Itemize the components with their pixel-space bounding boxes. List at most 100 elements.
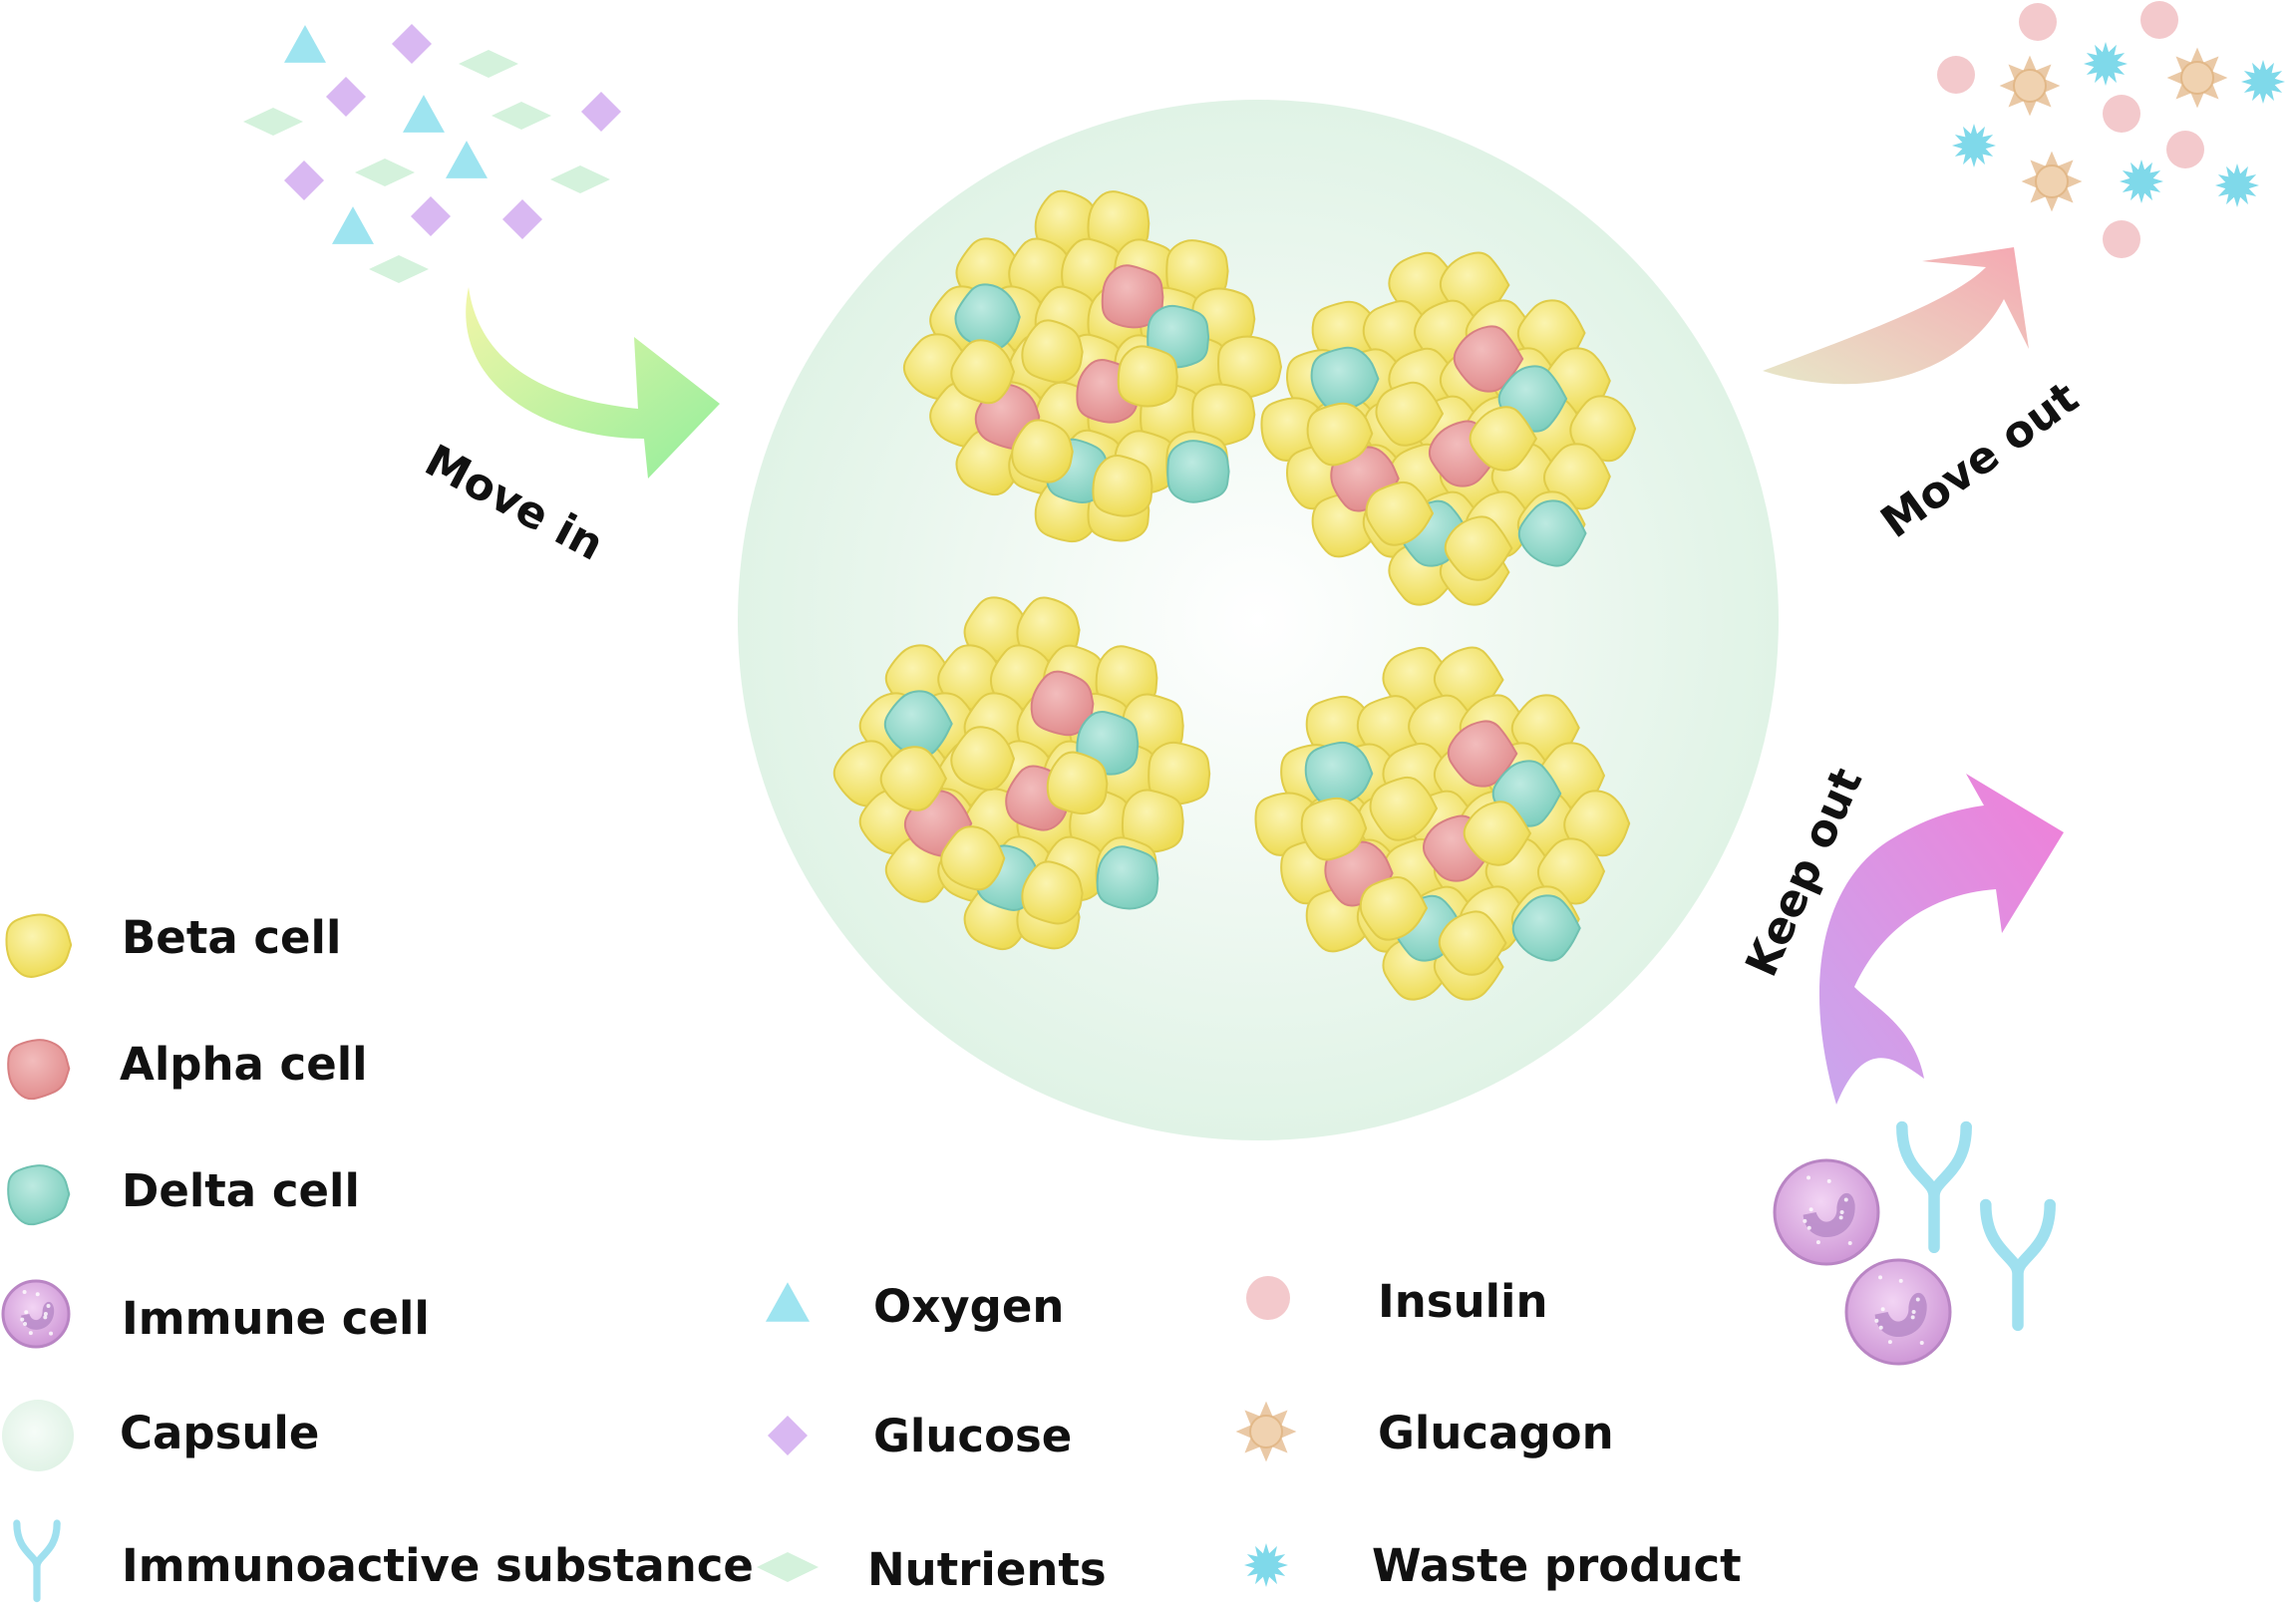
input-molecules: [243, 24, 621, 283]
alpha-cell-icon: [7, 1039, 71, 1101]
nutrient-rhombus-icon: [355, 159, 415, 186]
beta-cell: [1469, 406, 1538, 472]
waste-burst-icon: [2241, 60, 2285, 104]
glucagon-sun-icon: [1999, 55, 2061, 117]
beta-cell: [1444, 515, 1513, 581]
oxygen-triangle-icon: [446, 141, 488, 178]
glucose-diamond-icon: [502, 199, 542, 239]
insulin-dot-icon: [2103, 95, 2140, 133]
beta-cell: [1046, 751, 1109, 815]
antibody-icon: [1896, 1121, 1972, 1253]
legend-waste-label: Waste product: [1372, 1539, 1742, 1592]
oxygen-triangle-icon: [332, 206, 374, 244]
antibody-icon: [13, 1519, 61, 1603]
glucose-diamond-icon: [392, 24, 432, 64]
legend-beta-label: Beta cell: [122, 911, 342, 964]
glucagon-sun-icon: [1235, 1401, 1297, 1462]
waste-burst-icon: [2120, 160, 2163, 203]
glucagon-sun-icon: [2021, 151, 2083, 212]
beta-cell: [1463, 801, 1532, 866]
beta-cell: [1369, 776, 1439, 841]
beta-cell: [940, 825, 1006, 891]
nutrient-rhombus-icon: [757, 1552, 819, 1582]
waste-burst-icon: [1952, 124, 1996, 167]
legend-glucagon-label: Glucagon: [1378, 1407, 1614, 1459]
beta-cell: [879, 746, 948, 811]
legend-alpha-label: Alpha cell: [120, 1038, 368, 1091]
delta-cell: [1517, 499, 1587, 567]
immune-cell-icon: [1, 1279, 71, 1349]
insulin-dot-icon: [1937, 56, 1975, 94]
capsule: [738, 100, 1779, 1140]
delta-cell: [954, 283, 1021, 351]
islet-clusters: [832, 189, 1637, 1001]
legend-delta-label: Delta cell: [122, 1164, 360, 1217]
legend-capsule-label: Capsule: [120, 1407, 320, 1459]
beta-cell: [1569, 395, 1637, 463]
delta-cell-icon: [7, 1164, 71, 1226]
nutrient-rhombus-icon: [243, 108, 303, 136]
beta-cell: [1121, 789, 1184, 853]
beta-cell: [950, 339, 1016, 405]
delta-cell: [1304, 741, 1374, 807]
legend-immunoactive-label: Immunoactive substance: [122, 1539, 754, 1592]
keep-out-arrow: [1818, 774, 2064, 1105]
beta-cell: [1300, 797, 1368, 861]
beta-cell: [1306, 402, 1374, 467]
glucose-diamond-icon: [411, 196, 451, 236]
insulin-dot-icon: [2103, 220, 2140, 258]
waste-burst-icon: [1244, 1543, 1288, 1587]
legend-oxygen-label: Oxygen: [873, 1280, 1065, 1333]
beta-cell: [1117, 345, 1178, 408]
beta-cell: [1359, 875, 1429, 941]
move-in-arrow: [466, 287, 720, 479]
insulin-dot-icon: [1246, 1276, 1290, 1320]
glucose-diamond-icon: [768, 1416, 808, 1455]
beta-cell: [950, 726, 1016, 792]
glucose-diamond-icon: [581, 92, 621, 132]
nutrient-rhombus-icon: [492, 102, 551, 130]
beta-cell-icon: [5, 913, 73, 978]
legend-insulin-label: Insulin: [1378, 1275, 1548, 1328]
beta-cell: [1092, 455, 1153, 517]
beta-cell: [1011, 419, 1074, 483]
islet-cluster: [1260, 251, 1637, 606]
glucagon-sun-icon: [2166, 47, 2228, 109]
waste-burst-icon: [2215, 163, 2259, 207]
oxygen-triangle-icon: [284, 25, 326, 63]
beta-cell: [1365, 481, 1435, 546]
insulin-dot-icon: [2166, 131, 2204, 168]
insulin-dot-icon: [2019, 3, 2057, 41]
beta-cell: [1375, 381, 1445, 447]
delta-cell: [1166, 440, 1230, 503]
legend-glucose-label: Glucose: [873, 1410, 1073, 1462]
beta-cell: [1148, 741, 1211, 805]
islet-cluster: [832, 596, 1211, 951]
beta-cell: [1217, 335, 1283, 400]
nutrient-rhombus-icon: [369, 255, 429, 283]
delta-cell: [883, 690, 953, 758]
capsule-icon: [2, 1400, 74, 1471]
delta-cell: [1310, 346, 1380, 413]
legend-nutrients-label: Nutrients: [867, 1543, 1107, 1596]
waste-burst-icon: [2084, 42, 2128, 86]
oxygen-triangle-icon: [403, 95, 445, 133]
beta-cell: [1438, 910, 1507, 976]
nutrient-rhombus-icon: [459, 50, 518, 78]
legend-immune-label: Immune cell: [122, 1292, 430, 1345]
output-molecules: [1937, 1, 2285, 258]
beta-cell: [1021, 319, 1084, 384]
glucose-diamond-icon: [326, 77, 366, 117]
beta-cell: [1191, 383, 1256, 448]
oxygen-triangle-icon: [766, 1282, 810, 1322]
move-out-arrow: [1763, 247, 2029, 385]
nutrient-rhombus-icon: [550, 165, 610, 193]
delta-cell: [1096, 845, 1159, 910]
legend-icons: [1, 913, 1297, 1603]
immune-cell-group: [1773, 1121, 2056, 1366]
immune-cell-icon: [1844, 1258, 1952, 1366]
delta-cell: [1511, 894, 1581, 962]
glucose-diamond-icon: [284, 161, 324, 200]
islet-cluster: [1254, 646, 1631, 1001]
